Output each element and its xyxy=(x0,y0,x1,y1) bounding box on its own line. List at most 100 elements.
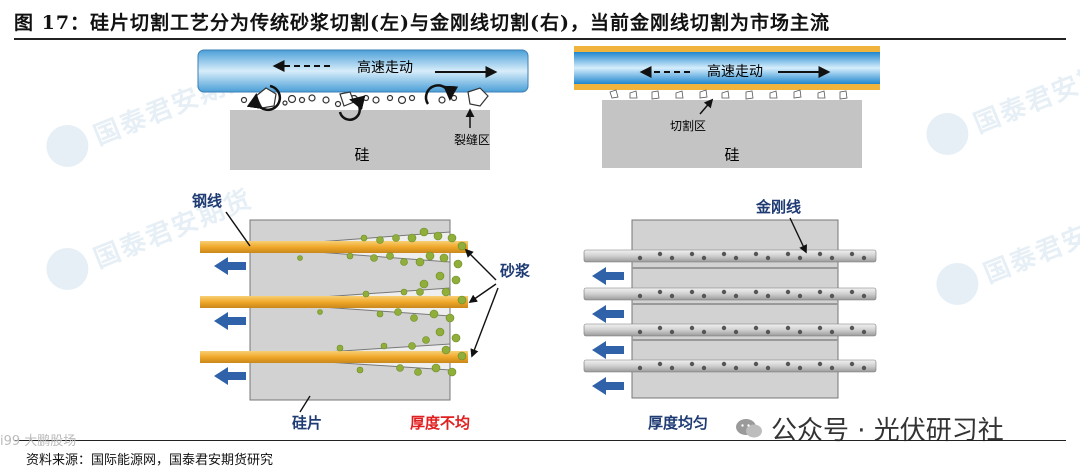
diamond-grit-dot xyxy=(669,255,675,261)
pointer-arrow-icon xyxy=(789,217,807,254)
diamond-grit-dot xyxy=(669,365,675,371)
title-rule xyxy=(14,38,1066,40)
diamond-grit-dot xyxy=(785,325,791,331)
wafer-label: 硅片 xyxy=(292,414,322,432)
slurry-particles xyxy=(297,227,467,377)
diamond-wire-label: 金刚线 xyxy=(755,198,801,216)
diamond-grit-dot xyxy=(721,325,727,331)
silicon-label: 硅 xyxy=(724,146,739,164)
steel-wire xyxy=(200,296,468,308)
arrow-left-icon xyxy=(592,267,624,285)
diamond-grit-dot xyxy=(721,289,727,295)
arrow-left-icon xyxy=(592,377,624,395)
arrow-left-icon xyxy=(592,341,624,359)
diamond-grit-dot xyxy=(657,251,663,257)
footer-rule xyxy=(14,440,1066,441)
diamond-grit-dot xyxy=(689,289,695,295)
diamond-grit-dot xyxy=(701,255,707,261)
diamond-grit-dot xyxy=(861,255,867,261)
speed-label: 高速走动 xyxy=(707,63,763,80)
speed-label: 高速走动 xyxy=(357,59,413,76)
leader-line xyxy=(299,395,311,413)
rotate-arrow-icon xyxy=(424,84,459,105)
diamond-grit-dot xyxy=(637,365,643,371)
diamond-grit-dot xyxy=(785,251,791,257)
wechat-icon xyxy=(735,417,763,441)
even-thickness-label: 厚度均匀 xyxy=(648,414,708,432)
diamond-grit-dot xyxy=(753,289,759,295)
diamond-grit-dot xyxy=(765,293,771,299)
diamond-grit-dot xyxy=(797,293,803,299)
silicon-block xyxy=(602,100,862,168)
bottom-left-panel: 钢线 砂浆 硅片 厚度不均 xyxy=(192,192,531,432)
diamond-grit-dot xyxy=(817,361,823,367)
diamond-grit-dot xyxy=(829,329,835,335)
diamond-grit-dot xyxy=(861,329,867,335)
diamond-grit-dot xyxy=(657,361,663,367)
silicon-label: 硅 xyxy=(354,146,369,164)
diamond-grit-dot xyxy=(753,325,759,331)
diamond-grit-dot xyxy=(657,289,663,295)
steel-wire-label: 钢线 xyxy=(192,192,222,210)
diamond-grit-dot xyxy=(753,251,759,257)
diamond-grit-dot xyxy=(765,365,771,371)
diamond-grit-dot xyxy=(785,289,791,295)
arrow-left-icon xyxy=(592,305,624,323)
arrow-left-icon xyxy=(214,312,246,330)
leader-line xyxy=(225,211,251,247)
diamond-grit-dot xyxy=(701,293,707,299)
crack-zone-label: 裂缝区 xyxy=(454,132,490,147)
steel-wire xyxy=(200,351,468,363)
diamond-grit-dot xyxy=(861,293,867,299)
diamond-grit-dot xyxy=(829,293,835,299)
figure-title: 图 17：硅片切割工艺分为传统砂浆切割(左)与金刚线切割(右)，当前金刚线切割为… xyxy=(14,12,831,34)
diamond-grit-dot xyxy=(817,251,823,257)
slurry-label: 砂浆 xyxy=(500,262,531,280)
diamond-grit-dot xyxy=(733,293,739,299)
cut-zone-label: 切割区 xyxy=(670,118,706,133)
diamond-grit-dot xyxy=(637,329,643,335)
diamond-grit-dot xyxy=(817,325,823,331)
diamond-grit-dot xyxy=(637,255,643,261)
diamond-grit-dot xyxy=(637,293,643,299)
diamond-grit-dot xyxy=(829,365,835,371)
corner-stamp: i99 大鹏股场 xyxy=(0,434,77,449)
diamond-grit-dot xyxy=(785,361,791,367)
diamond-wire xyxy=(583,359,877,373)
diamond-grit-dot xyxy=(701,365,707,371)
pointer-arrow-icon xyxy=(470,287,499,358)
direction-arrows xyxy=(592,267,624,395)
diamond-grit-dot xyxy=(721,251,727,257)
diamond-grit-dot xyxy=(689,251,695,257)
source-note: 资料来源：国际能源网，国泰君安期货研究 xyxy=(26,453,274,468)
pointer-arrow-icon xyxy=(699,98,714,115)
diamond-grit-dot xyxy=(829,255,835,261)
direction-arrows xyxy=(214,257,246,385)
diamond-grit-dot xyxy=(797,329,803,335)
diamond-grit-dot xyxy=(733,365,739,371)
diamond-grit-dot xyxy=(721,361,727,367)
rotate-arrow-icon xyxy=(338,95,366,121)
slurry-particles xyxy=(240,87,489,109)
diamond-grit-dot xyxy=(797,255,803,261)
arrow-left-icon xyxy=(214,257,246,275)
diamond-grit-dot xyxy=(669,329,675,335)
wechat-account-tag: 公众号 · 光伏研习社 xyxy=(735,410,1004,447)
diamond-grit-dot xyxy=(689,325,695,331)
uneven-thickness-label: 厚度不均 xyxy=(410,414,470,432)
wechat-account-name: 公众号 · 光伏研习社 xyxy=(771,416,1004,446)
diamond-grit-dot xyxy=(689,361,695,367)
diamond-grit-dot xyxy=(753,361,759,367)
diamond-grit-dot xyxy=(733,329,739,335)
diamond-wire xyxy=(583,287,877,301)
top-right-panel: 高速走动 切割区 硅 xyxy=(574,46,880,168)
diamond-wire xyxy=(583,323,877,337)
diamond-grit-dot xyxy=(849,361,855,367)
top-left-panel: 高速走动 硅 裂缝区 xyxy=(197,49,529,170)
diamond-grit xyxy=(609,89,848,100)
diamond-grit-dot xyxy=(669,293,675,299)
steel-wire xyxy=(200,241,468,253)
rotate-arrow-icon xyxy=(246,84,282,112)
diamond-grit-dot xyxy=(701,329,707,335)
